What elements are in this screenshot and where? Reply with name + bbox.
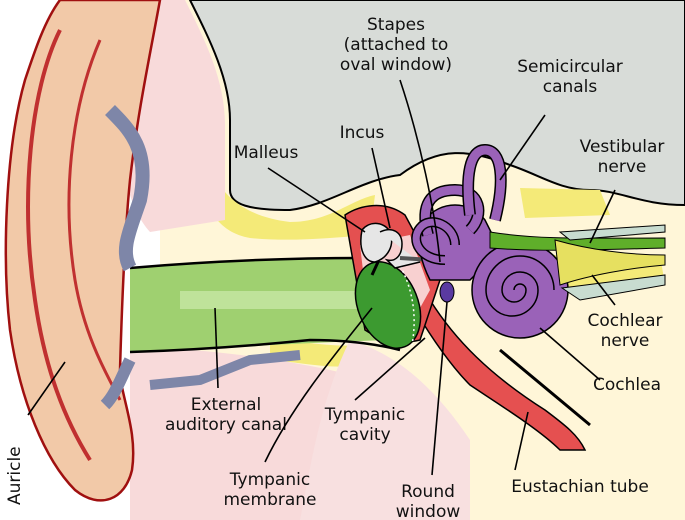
leader-lines [27,79,616,476]
canal-posterior [463,145,506,222]
tympanic-membrane-shape [354,261,422,349]
leader-incus [371,147,391,229]
external-canal-label-line: External [191,395,262,415]
leader-auricle [27,361,66,416]
round-window-label-line: Round [401,482,455,502]
nerves [489,224,666,301]
canal-top-wall [129,256,363,270]
incus-label: Incus [340,123,385,143]
canal-bottom-wall [129,338,401,354]
vestibular-label-line: Vestibular [580,137,665,157]
leader-malleus [267,167,366,233]
external-canal [129,256,401,354]
bone-yellow-right [520,188,610,218]
leader-cochlear-nerve [591,274,616,306]
auricle [4,0,301,502]
eustachian-tube [413,298,591,451]
malleus-label: Malleus [234,143,299,163]
cochlear-nerve-label-line: nerve [601,331,650,351]
antihelix-fold [67,39,122,401]
semicircular-label-line: canals [543,77,598,97]
canal-anterior [420,185,483,237]
inner-ear [411,143,569,339]
canal-cartilage [149,350,301,390]
eustachian-tube-label: Eustachian tube [511,477,649,497]
tympanic-membrane-label-line: Tympanic [229,470,310,490]
cochlear-nerve-shape [554,239,666,286]
cochlear-nerve-label-line: Cochlear [588,311,663,331]
cochlea-spiral [485,255,555,317]
malleus-label-line: Malleus [234,143,299,163]
helix-fold [26,29,92,462]
eustachian-label-line: Eustachian tube [511,477,649,497]
auricle-label-line: Auricle [5,446,25,505]
vestibular-label-line: nerve [598,157,647,177]
stapes-label-line: Stapes [367,15,425,35]
leader-vestibular [589,189,616,244]
vestibular-nerve-shape [489,231,666,251]
leader-semicircular [499,114,546,181]
semicircular-label-line: Semicircular [517,57,622,77]
round-window-shape [439,281,455,303]
leader-tympanic-cavity [354,337,426,401]
nerve-sheath-lower [560,274,666,301]
leader-stapes [399,79,441,263]
cartilage-lower [100,357,136,410]
cochlea-label-line: Cochlea [593,375,661,395]
bone-yellow-upper [199,140,375,240]
tympanic-cavity-label-line: Tympanic [324,405,405,425]
malleus-handle [370,261,380,276]
cochlea-label: Cochlea [593,375,661,395]
cartilage-upper [105,105,150,272]
leader-round-window [431,301,448,476]
leader-external-canal [214,307,219,389]
incus-label-line: Incus [340,123,385,143]
round-window-label-line: window [396,502,461,520]
canal-lateral [412,218,459,264]
external-canal-label-line: auditory canal [165,415,287,435]
tube-wall [499,348,591,427]
tympanic-membrane-label-line: membrane [223,490,316,510]
leader-cochlea [539,327,601,381]
auricle-label: Auricle [5,446,25,505]
tissue-middle [300,340,470,520]
stapes-label-line: (attached to [344,35,449,55]
stapes-label-line: oval window) [340,55,452,75]
leader-eustachian [514,411,529,471]
eustachian-tube-shape [413,298,587,451]
leader-tympanic-membrane [264,307,373,463]
nerve-sheath-upper [558,224,666,241]
tympanic-cavity-label-line: cavity [339,425,390,445]
